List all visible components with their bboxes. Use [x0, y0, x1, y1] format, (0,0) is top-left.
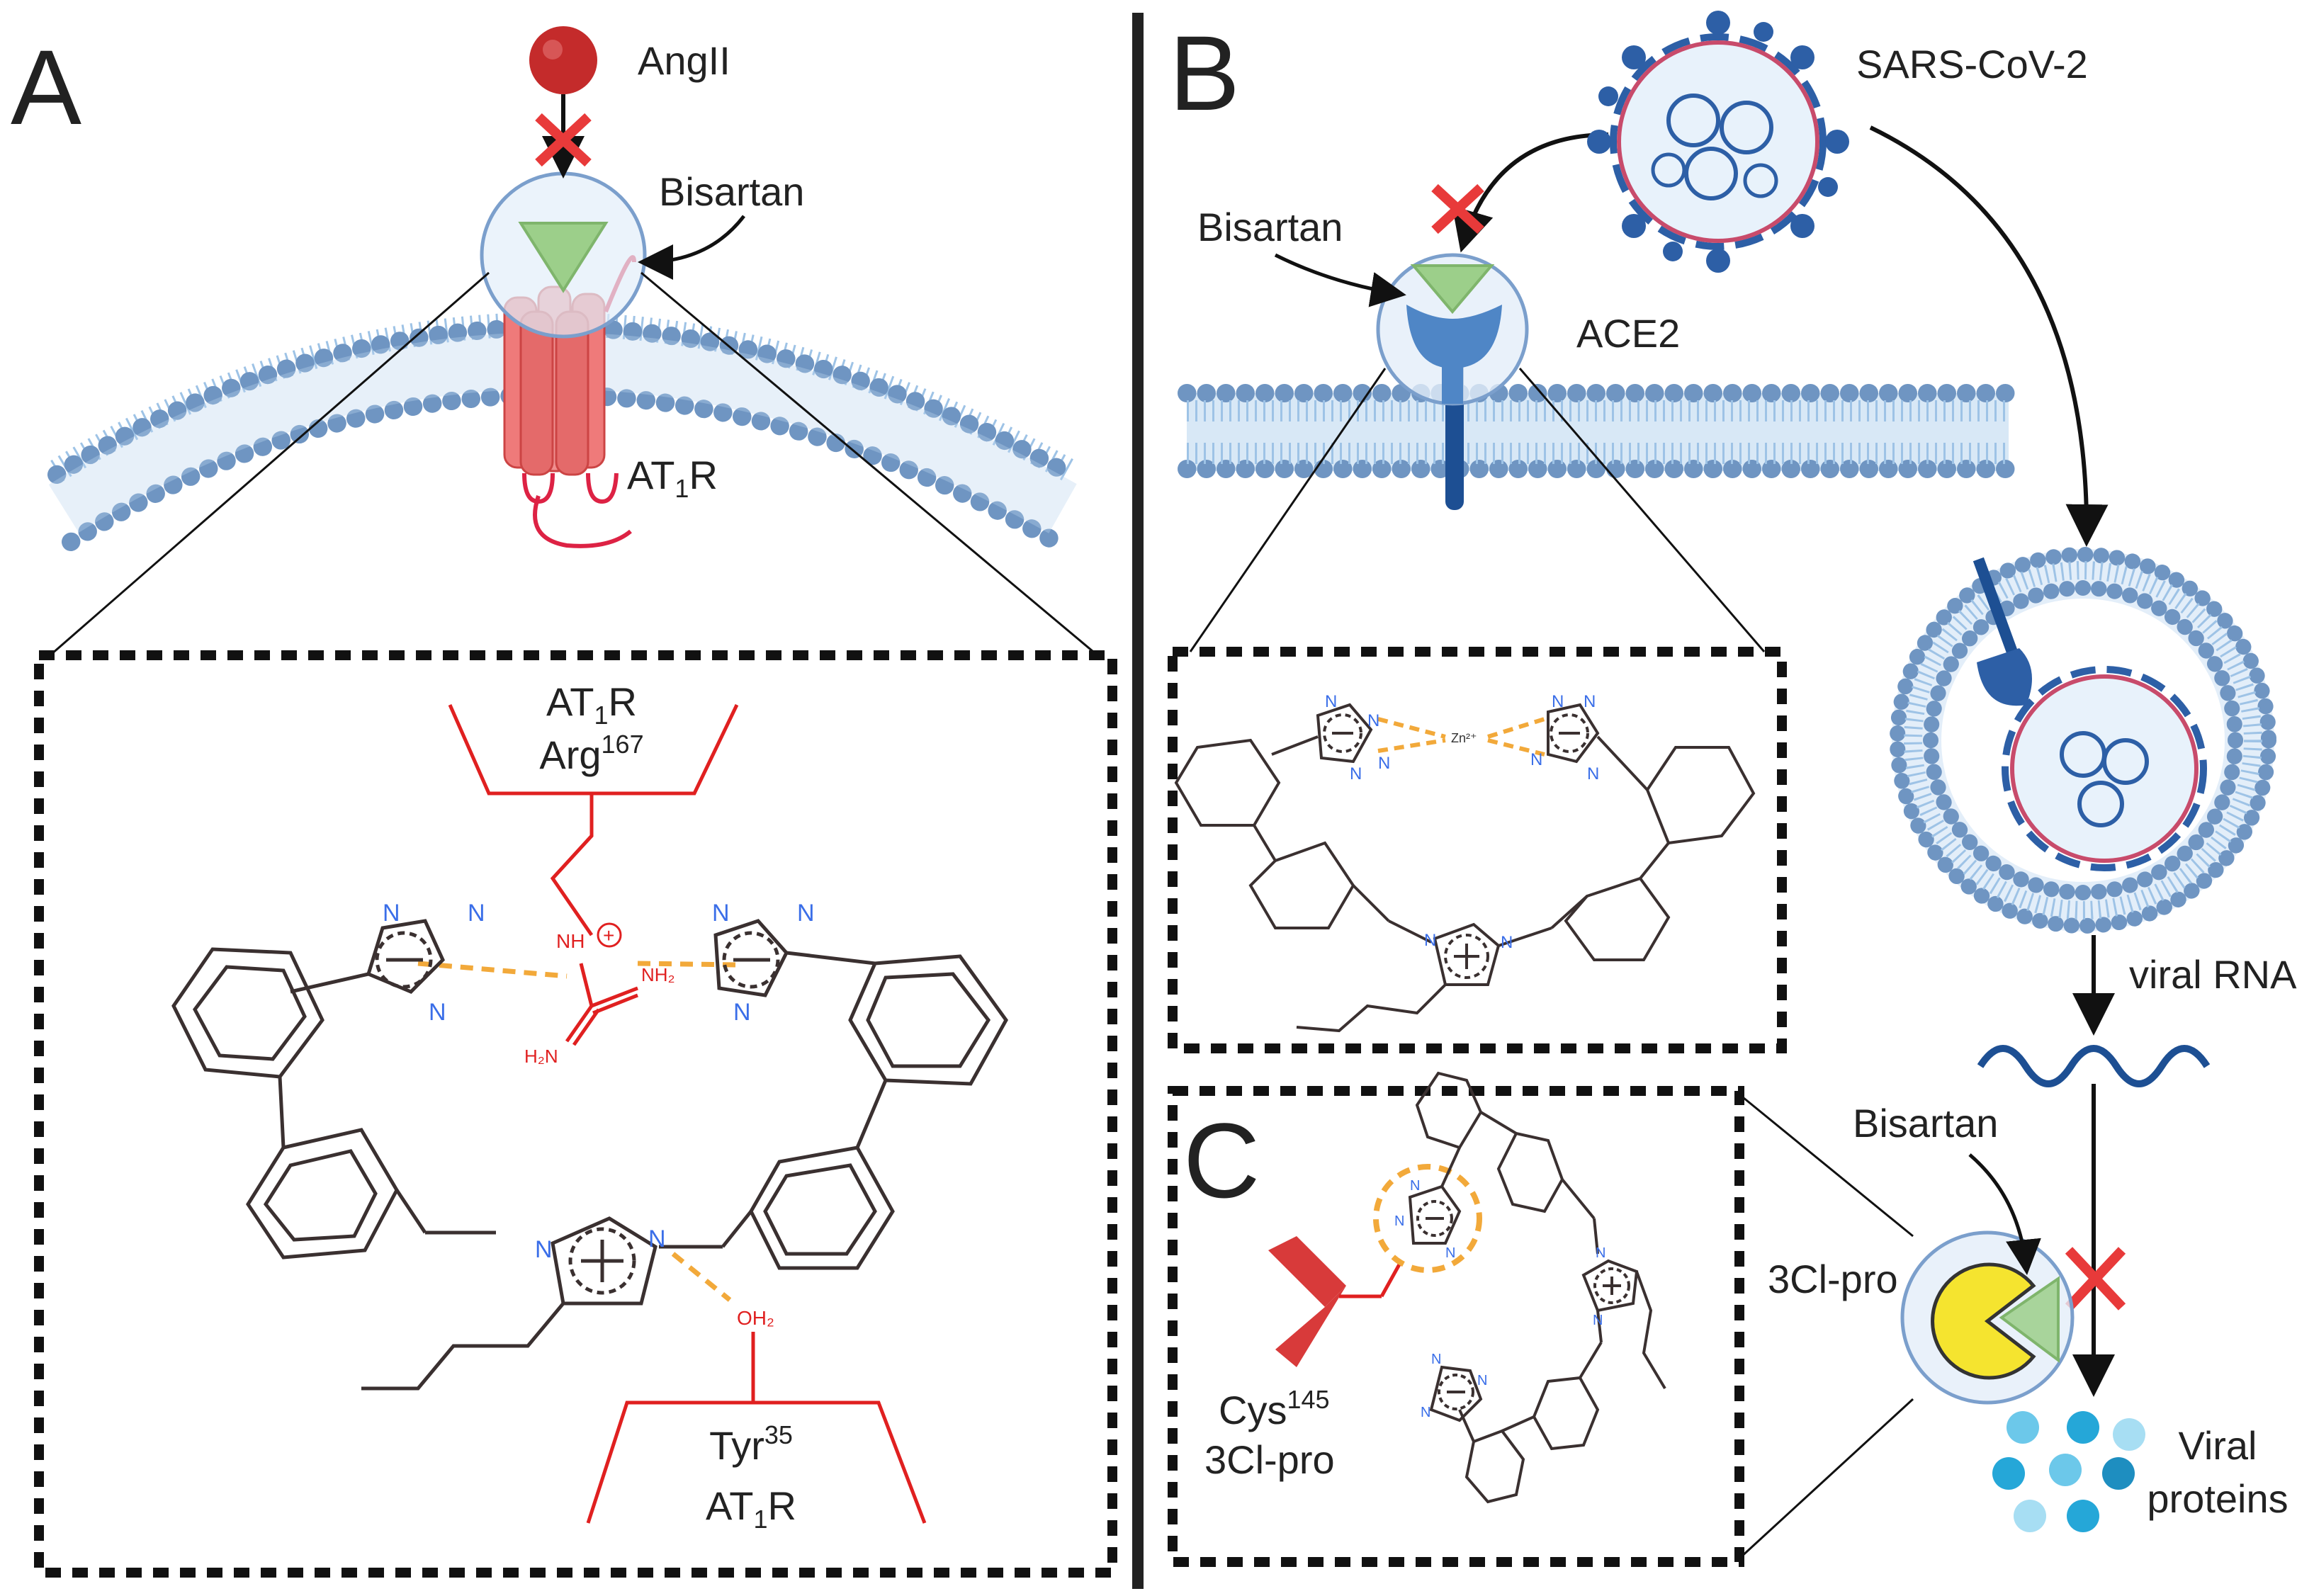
drug-label-protease: Bisartan	[1853, 1101, 1998, 1145]
block-x-icon	[2065, 1247, 2126, 1311]
block-x-icon	[535, 113, 592, 167]
guanidinium-nh2-right: NH₂	[641, 964, 675, 985]
reactive-tetrazole-highlight	[1373, 1164, 1482, 1273]
tyr35-residue	[586, 1332, 927, 1524]
panel-c-letter: C	[1183, 1101, 1260, 1220]
guanidinium-nh: NH	[556, 930, 585, 952]
n-atom: N	[1421, 1405, 1430, 1420]
virus-label: SARS-CoV-2	[1856, 42, 2088, 86]
n-atom: N	[1445, 1245, 1455, 1261]
n-atom: N	[1424, 931, 1436, 950]
n-atom: N	[712, 900, 730, 927]
panel-a-letter: A	[11, 28, 81, 147]
biphenyl-right	[659, 951, 1008, 1270]
n-atom: N	[648, 1226, 666, 1252]
agonist-icon	[529, 26, 597, 94]
tyr-receptor-label: AT1R	[706, 1483, 796, 1534]
drug-label-a: Bisartan	[659, 169, 804, 214]
tetrazole-right	[713, 919, 789, 997]
bisartan-structure-c	[1408, 1071, 1666, 1504]
n-atom: N	[1350, 764, 1362, 783]
virus-icon	[1587, 11, 1849, 273]
bisartan-zinc-structure	[1174, 703, 1756, 1033]
block-x-icon	[1431, 183, 1484, 234]
arg167-residue	[448, 703, 739, 1046]
n-atom: N	[733, 999, 751, 1026]
arg-receptor-label: AT1R	[546, 679, 637, 730]
tyr35-label: Tyr35	[709, 1420, 793, 1468]
drug-icon-b	[1410, 264, 1495, 315]
viral-proteins-line2: proteins	[2147, 1476, 2288, 1521]
n-atom: N	[468, 900, 485, 927]
panel-b: B ACE2 Bisartan	[1168, 11, 2297, 1532]
guanidinium-nh2-left: H₂N	[524, 1046, 558, 1067]
protease-label-b: 3Cl-pro	[1768, 1257, 1898, 1301]
endosome-icon	[1890, 547, 2276, 934]
n-atom: N	[1587, 764, 1599, 783]
imidazolium-ring	[361, 1216, 657, 1391]
ace2-receptor-icon	[1376, 253, 1529, 510]
n-atom: N	[1431, 1352, 1441, 1367]
protease-detail-box	[1168, 1086, 1744, 1567]
viral-proteins-line1: Viral	[2178, 1423, 2257, 1468]
n-atom: N	[1593, 1313, 1603, 1328]
panel-c: C Cys145 3Cl-pro	[1168, 1071, 1914, 1567]
cys-protein-label: 3Cl-pro	[1204, 1437, 1335, 1482]
n-atom: N	[1552, 692, 1564, 711]
drug-icon-c	[1999, 1276, 2060, 1363]
n-atom: N	[1394, 1213, 1404, 1229]
drug-label-b: Bisartan	[1197, 205, 1343, 249]
n-atom: N	[1378, 754, 1390, 773]
n-atom: N	[1596, 1245, 1605, 1261]
n-atom: N	[429, 999, 446, 1026]
panel-b-letter: B	[1169, 13, 1240, 132]
n-atom: N	[1584, 692, 1596, 711]
tetrazole-left	[366, 919, 445, 994]
n-atom: N	[797, 900, 815, 927]
n-atom: N	[1501, 933, 1513, 952]
n-atom: N	[1410, 1178, 1420, 1194]
zinc-ion-label: Zn²⁺	[1451, 731, 1477, 745]
drug-icon	[518, 222, 609, 293]
cys145-label: Cys145	[1219, 1385, 1330, 1432]
arg167-label: Arg167	[539, 730, 643, 777]
pacman-protease-icon	[1931, 1262, 2036, 1380]
water-label: OH₂	[737, 1307, 774, 1329]
n-atom: N	[1367, 711, 1379, 730]
cysteine-icon	[1268, 1236, 1401, 1367]
agonist-label: AngII	[638, 38, 730, 83]
n-atom: N	[1530, 750, 1542, 769]
panel-divider	[1132, 13, 1144, 1589]
ace2-label: ACE2	[1576, 311, 1680, 356]
biphenyl-left	[171, 947, 496, 1260]
ace2-binding-detail-box	[1168, 647, 1787, 1053]
gpcr-icon	[503, 255, 636, 548]
rna-icon	[1977, 1045, 2211, 1087]
viral-rna-label: viral RNA	[2129, 952, 2297, 997]
n-atom: N	[1325, 692, 1337, 711]
n-atom: N	[1477, 1373, 1487, 1388]
n-atom: N	[383, 900, 400, 927]
n-atom: N	[535, 1236, 553, 1263]
receptor-label-a: AT1R	[627, 453, 718, 503]
viral-proteins-icon	[1992, 1411, 2145, 1532]
guanidinium-charge: +	[603, 924, 614, 946]
panel-a: A AngII B	[11, 26, 1117, 1578]
